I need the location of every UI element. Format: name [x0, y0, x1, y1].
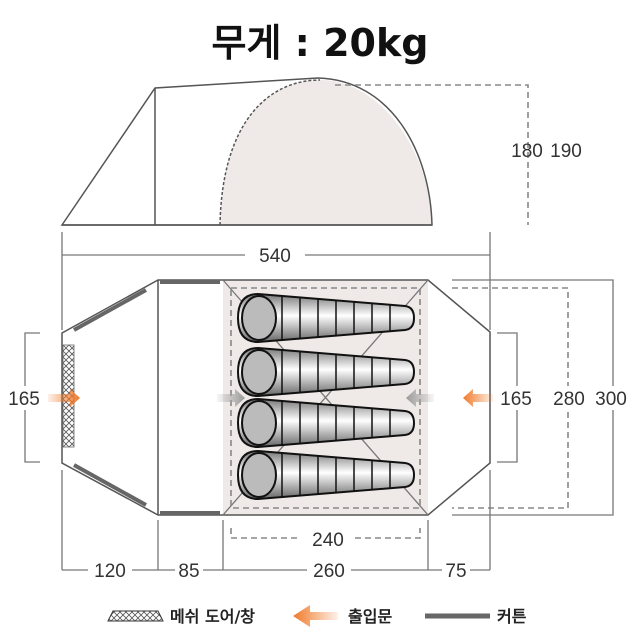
curtains [73, 280, 220, 515]
weight-title: 무게 : 20kg [212, 21, 429, 65]
legend-entrance: 출입문 [293, 605, 392, 627]
side-view: 180 190 [60, 77, 582, 226]
inner-door-arrow-right-icon [406, 389, 434, 407]
height-inner-label: 180 [511, 141, 543, 162]
legend-curtain: 커튼 [425, 607, 527, 626]
height-outer-label: 190 [550, 141, 582, 162]
segment-vestibule-left-label: 120 [94, 561, 126, 582]
total-length-label: 540 [259, 246, 291, 267]
segment-porch-label: 85 [178, 561, 199, 582]
inner-width-label: 280 [553, 389, 585, 410]
sleeping-bags [236, 292, 416, 501]
total-length-dimension: 540 [61, 232, 491, 330]
inner-door-arrow-left-icon [217, 389, 245, 407]
entrance-arrow-left-icon [48, 389, 80, 407]
mesh-legend-icon [107, 610, 164, 622]
legend-entrance-label: 출입문 [348, 607, 392, 626]
door-width-right-label: 165 [500, 389, 532, 410]
sleeping-bag-icon [236, 292, 416, 344]
inner-length-label: 240 [312, 530, 344, 551]
segment-bedroom-label: 260 [313, 561, 345, 582]
sleeping-bag-icon [236, 346, 416, 398]
outer-width-label: 300 [595, 389, 627, 410]
sleeping-bag-icon [236, 449, 416, 501]
legend: 메쉬 도어/창 출입문 커튼 [107, 605, 527, 627]
door-width-left-label: 165 [8, 389, 40, 410]
segment-vestibule-right-label: 75 [445, 561, 466, 582]
entrance-legend-icon [293, 605, 338, 627]
sleeping-bag-icon [236, 397, 416, 449]
legend-mesh: 메쉬 도어/창 [107, 607, 255, 626]
legend-mesh-label: 메쉬 도어/창 [170, 607, 255, 626]
legend-curtain-label: 커튼 [497, 607, 527, 626]
plan-view: 165 165 280 300 240 120 85 260 75 [2, 279, 631, 582]
entrance-arrow-right-icon [463, 389, 493, 407]
